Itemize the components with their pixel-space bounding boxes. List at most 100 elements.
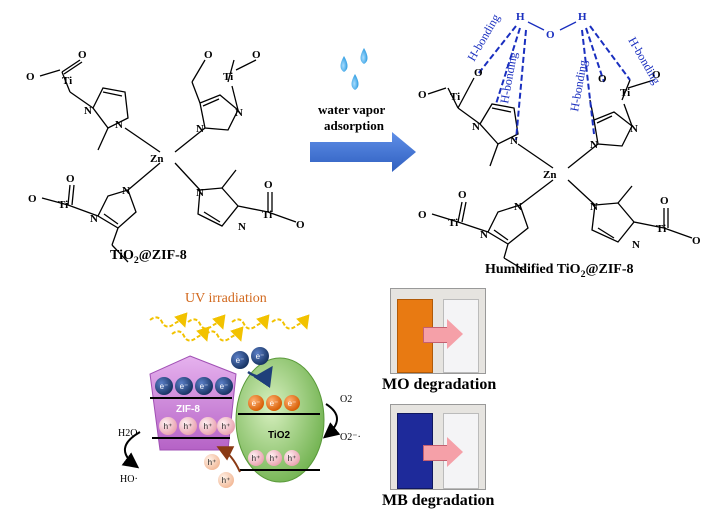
n-atom: N [235,107,243,119]
o-atom: O [546,29,555,41]
oxidation-arrow [121,431,141,469]
n-atom: N [480,229,488,241]
svg-text:h⁺: h⁺ [222,476,231,485]
n-atom: N [196,123,204,135]
svg-text:e⁻: e⁻ [236,356,245,365]
hydroxyl-label: HO· [120,474,138,485]
mo-photo [390,288,486,374]
zif8-label: ZIF-8 [176,404,200,415]
n-atom: N [122,185,130,197]
svg-text:h⁺: h⁺ [208,458,217,467]
n-atom: N [510,135,518,147]
arrow-label-line1: water vapor [318,102,386,117]
n-atom: N [90,213,98,225]
svg-text:e⁻: e⁻ [220,382,229,391]
svg-text:e⁻: e⁻ [270,399,279,408]
n-atom: N [590,139,598,151]
o-atom: O [458,189,467,201]
ti-atom: Ti [223,71,233,83]
mb-photo [390,404,486,490]
excited-electrons: e⁻ e⁻ [231,347,269,369]
o2-label: O2 [340,394,353,405]
hole-transfer-arrow [216,446,241,473]
o-atom: O [252,49,261,61]
o-atom: O [652,69,661,81]
svg-text:h⁺: h⁺ [270,454,279,463]
n-atom: N [514,201,522,213]
arrow-label-line2: adsorption [324,118,384,133]
o-atom: O [26,71,35,83]
o-atom: O [264,179,273,191]
n-atom: N [115,119,123,131]
uv-arrows [149,312,310,342]
n-atom: N [238,221,246,233]
n-atom: N [590,201,598,213]
svg-text:h⁺: h⁺ [204,422,213,431]
o-atom: O [28,193,37,205]
zif8-electrons: e⁻ e⁻ e⁻ e⁻ [155,377,233,395]
ti-atom: Ti [58,199,68,211]
svg-text:e⁻: e⁻ [288,399,297,408]
n-atom: N [196,187,204,199]
ti-atom: Ti [62,75,72,87]
mb-degradation-label: MB degradation [382,492,495,509]
n-atom: N [630,123,638,135]
atom-labels-left: Zn N N N N N N N N Ti Ti Ti Ti O O O O O… [26,49,305,233]
h-bond-label: H-bonding [567,59,590,113]
humidified-label: Humidified TiO2@ZIF-8 [485,262,634,280]
migrating-holes: h⁺ h⁺ [204,454,234,488]
mo-arrow-head [447,319,463,349]
svg-text:e⁻: e⁻ [180,382,189,391]
tio2-zif8-label: TiO2@ZIF-8 [110,248,187,266]
mb-arrow-head [447,437,463,467]
ti-atom: Ti [448,217,458,229]
ti-atom: Ti [656,223,666,235]
h-atom: H [516,11,525,23]
h-bond-label: H-bonding [464,11,502,63]
h-bond-labels: H-bonding H-bonding H-bonding H-bonding [464,11,663,112]
h-bond-lines [477,25,631,141]
tio2-label: TiO2 [268,430,291,441]
svg-text:h⁺: h⁺ [222,422,231,431]
svg-text:e⁻: e⁻ [200,382,209,391]
water-drop-icon [351,74,359,90]
ti-atom: Ti [450,91,460,103]
o-atom: O [692,235,701,247]
svg-text:h⁺: h⁺ [288,454,297,463]
zn-atom: Zn [543,169,556,181]
h-bond-label: H-bonding [625,35,663,87]
electron-transfer-arrow [247,365,273,389]
o-atom: O [660,195,669,207]
o-atom: O [296,219,305,231]
zif8-holes: h⁺ h⁺ h⁺ h⁺ [159,417,235,435]
reduction-arrow [322,403,341,439]
n-atom: N [84,105,92,117]
tio2-holes: h⁺ h⁺ h⁺ [248,450,300,466]
n-atom: N [472,121,480,133]
tio2-particle [235,357,325,483]
svg-text:h⁺: h⁺ [184,422,193,431]
zif8-structure-right [427,77,693,271]
ti-atom: Ti [620,87,630,99]
o-atom: O [418,209,427,221]
n-atom: N [632,239,640,251]
water-drop-icon [340,56,348,72]
zif8-structure-left [39,59,297,263]
water-drop-icon [360,48,368,64]
o-atom: O [78,49,87,61]
h-atom: H [578,11,587,23]
mo-degradation-label: MO degradation [382,376,497,393]
uv-label: UV irradiation [185,291,267,306]
svg-text:h⁺: h⁺ [164,422,173,431]
process-arrow [310,132,416,172]
o-atom: O [204,49,213,61]
ti-atom: Ti [262,209,272,221]
o-atom: O [66,173,75,185]
h-bond-label: H-bonding [497,51,520,105]
svg-text:e⁻: e⁻ [252,399,261,408]
svg-text:h⁺: h⁺ [252,454,261,463]
o-atom: O [598,73,607,85]
superoxide-label: O2⁻· [340,432,361,443]
atom-labels-right: Zn N N N N N N N N Ti Ti Ti Ti O O O O O… [418,11,701,251]
